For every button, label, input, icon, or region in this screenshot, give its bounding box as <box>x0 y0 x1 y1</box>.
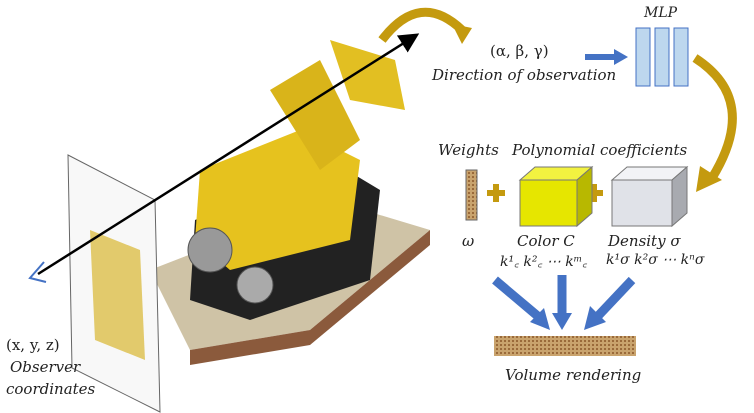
color-cube <box>518 165 594 228</box>
direction-label: Direction of observation <box>432 66 617 84</box>
observer-eye-icon <box>28 261 47 283</box>
blue-arrow-to-mlp <box>614 49 628 65</box>
color-label: Color C <box>517 232 575 250</box>
density-cube <box>610 165 689 228</box>
lego-bulldozer-scene <box>150 40 430 365</box>
polynomial-label: Polynomial coefficients <box>512 141 688 159</box>
mlp-label: MLP <box>644 5 678 21</box>
gold-curved-arrow-top <box>378 7 466 43</box>
omega-label: ω <box>462 232 475 250</box>
view-ray <box>37 33 420 276</box>
density-coeffs: k¹σ k²σ ⋯ kⁿσ <box>606 252 705 268</box>
direction-symbols: (α, β, γ) <box>490 42 549 60</box>
mlp-layers <box>635 27 689 87</box>
gold-curved-arrow-right <box>692 54 737 181</box>
volume-rendering-bar <box>494 336 636 356</box>
xyz-label: (x, y, z) <box>6 336 60 354</box>
blue-arrows-to-rendering <box>492 275 636 330</box>
plus-icon <box>487 184 603 202</box>
weights-label: Weights <box>438 141 499 159</box>
density-label: Density σ <box>608 232 681 250</box>
observer-label: Observer <box>10 358 81 376</box>
coordinates-label: coordinates <box>6 380 96 398</box>
weights-bar <box>465 169 478 221</box>
volume-rendering-label: Volume rendering <box>505 366 642 384</box>
color-coeffs: k¹꜀ k²꜀ ⋯ kᵐ꜀ <box>500 254 588 270</box>
